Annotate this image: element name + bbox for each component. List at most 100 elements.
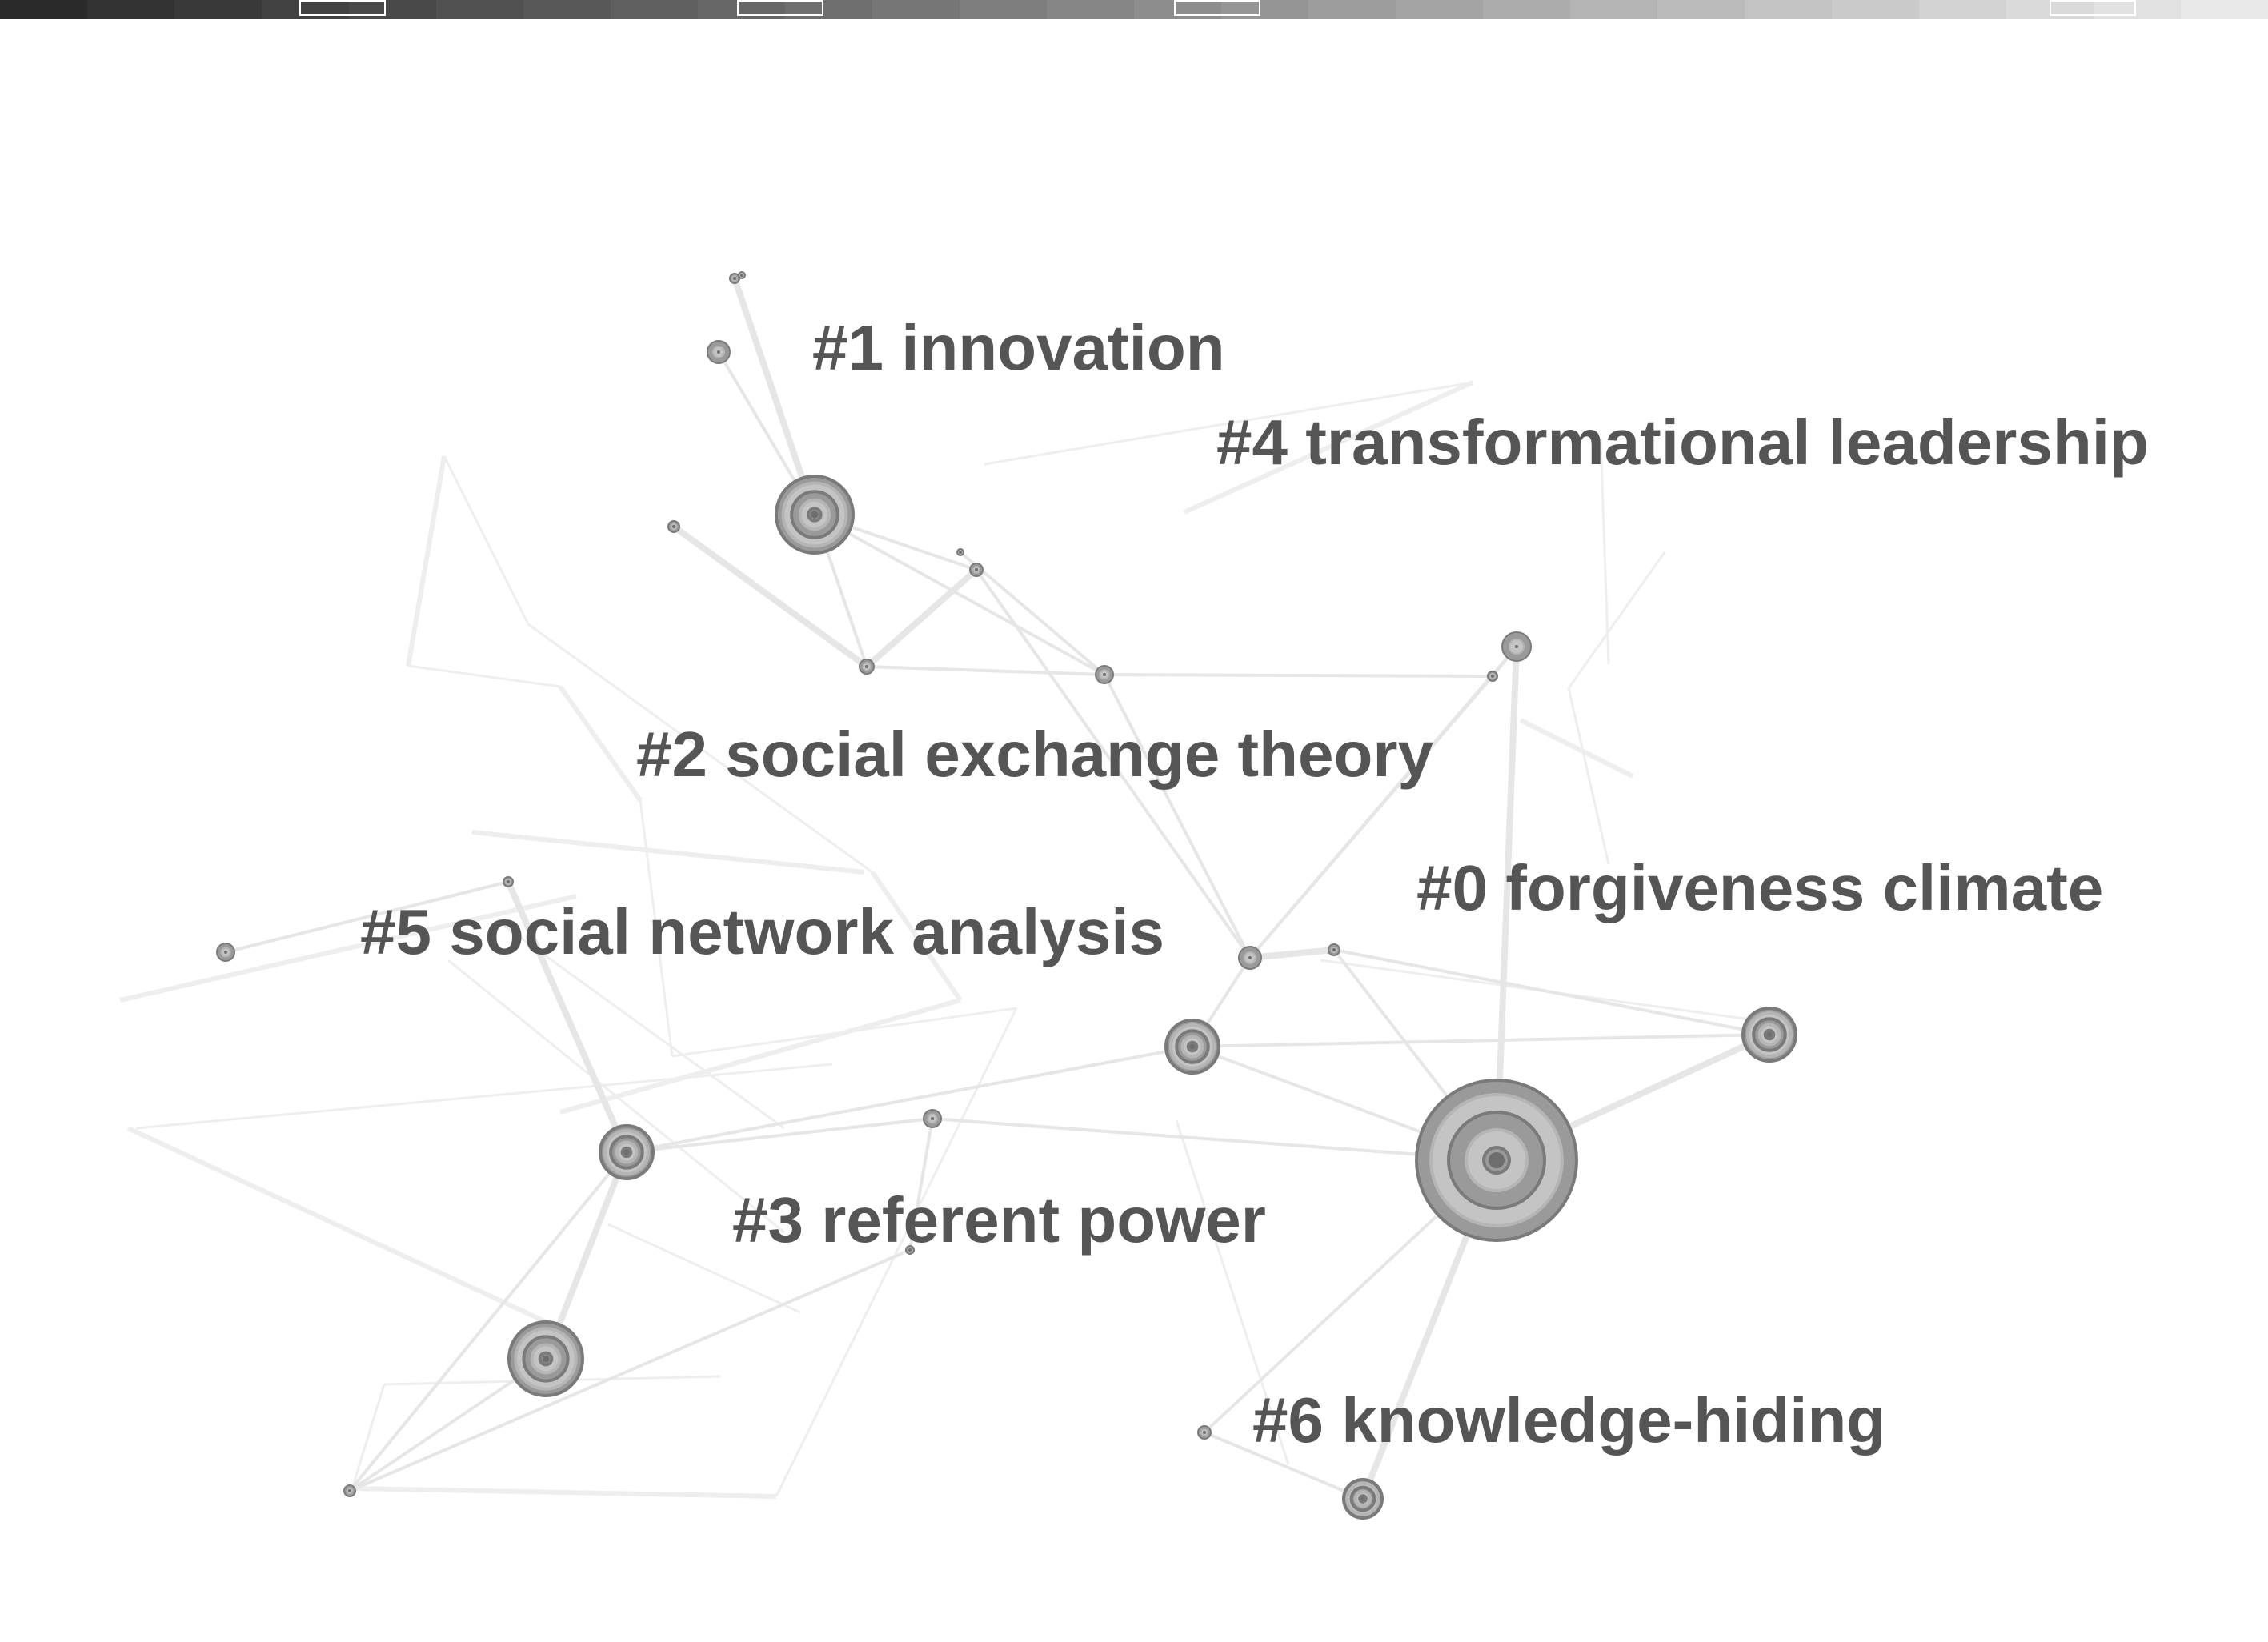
network-node	[503, 876, 514, 887]
node-center	[1248, 956, 1252, 959]
cluster-label-2: #2 social exchange theory	[636, 719, 1434, 790]
network-node	[775, 475, 855, 555]
timeline-segment	[1483, 0, 1570, 19]
network-link	[1248, 675, 1494, 959]
node-center	[733, 277, 736, 280]
network-node	[1487, 671, 1498, 682]
timeline-segment	[1308, 0, 1396, 19]
timeline-segment	[262, 0, 349, 19]
cluster-labels: #1 innovation #4 transformational leader…	[360, 312, 2149, 1456]
network-node	[1197, 1425, 1212, 1440]
timeline-segment	[960, 0, 1047, 19]
timeline-segment	[2094, 0, 2181, 19]
node-center	[507, 880, 510, 883]
network-link	[626, 1117, 933, 1154]
network-link	[225, 880, 509, 954]
node-center	[1766, 1031, 1773, 1038]
timeline-bar	[0, 0, 2268, 19]
network-node	[956, 548, 964, 556]
network-link	[1104, 673, 1493, 678]
cluster-label-0: #0 forgiveness climate	[1416, 852, 2103, 923]
timeline-segment	[698, 0, 785, 19]
network-nodes	[216, 271, 1797, 1520]
network-link	[731, 277, 818, 516]
network-node	[1238, 946, 1262, 970]
node-center	[1360, 1496, 1365, 1501]
timeline-segment	[611, 0, 698, 19]
node-center	[224, 951, 227, 954]
background-link	[1567, 687, 1610, 865]
background-link	[1183, 380, 1474, 515]
network-link	[814, 513, 1105, 676]
node-center	[672, 525, 675, 528]
node-center	[931, 1117, 934, 1120]
node-center	[1515, 645, 1518, 648]
timeline-segment	[523, 0, 611, 19]
timeline-segment	[87, 0, 174, 19]
network-node	[859, 659, 875, 675]
network-node	[1095, 665, 1114, 684]
node-center	[1203, 1431, 1206, 1434]
background-link	[351, 1384, 386, 1489]
network-node	[707, 340, 731, 364]
network-node	[1501, 631, 1532, 662]
timeline-marker	[1174, 0, 1260, 16]
timeline-segment	[1919, 0, 2006, 19]
timeline-segment	[1570, 0, 1657, 19]
timeline-segment	[1745, 0, 1832, 19]
network-link	[348, 1357, 547, 1492]
background-link	[527, 623, 873, 874]
network-link	[1192, 1033, 1770, 1048]
timeline-segment	[349, 0, 436, 19]
network-link	[866, 665, 1105, 676]
node-center	[1189, 1043, 1196, 1050]
node-center	[542, 1355, 550, 1363]
timeline-marker	[2050, 0, 2136, 16]
network-node	[507, 1320, 584, 1397]
node-center	[740, 274, 743, 277]
network-node	[738, 271, 746, 279]
background-link	[1519, 718, 1634, 779]
network-link	[1333, 948, 1770, 1036]
network-link	[959, 551, 1106, 676]
network-link	[1204, 1431, 1364, 1500]
node-center	[908, 1248, 912, 1252]
background-link	[607, 1223, 801, 1314]
background-link	[639, 799, 674, 1057]
network-link	[908, 1118, 934, 1251]
timeline-segment	[785, 0, 872, 19]
timeline-segment	[1832, 0, 1919, 19]
background-link	[495, 919, 785, 1130]
background-link	[558, 685, 643, 802]
network-node	[216, 943, 235, 962]
network-link	[932, 1117, 1497, 1162]
timeline-segment	[1047, 0, 1134, 19]
timeline-segment	[174, 0, 262, 19]
network-node	[667, 520, 680, 533]
network-node	[923, 1109, 942, 1128]
timeline-segment	[436, 0, 523, 19]
network-node	[1342, 1478, 1384, 1520]
network-link	[1103, 674, 1252, 959]
node-center	[1103, 673, 1106, 676]
background-link	[119, 894, 577, 1003]
network-link	[975, 568, 1252, 959]
node-center	[811, 511, 819, 519]
timeline-segment	[872, 0, 960, 19]
background-link	[406, 455, 447, 667]
cluster-label-1: #1 innovation	[812, 312, 1225, 383]
background-link	[471, 830, 865, 875]
background-link	[559, 998, 961, 1115]
node-center	[1332, 948, 1336, 951]
node-center	[623, 1149, 630, 1155]
network-link	[349, 1248, 911, 1492]
network-link	[505, 880, 630, 1154]
cluster-label-6: #6 knowledge-hiding	[1252, 1384, 1885, 1456]
background-link	[135, 1063, 833, 1130]
network-node	[1741, 1007, 1797, 1063]
network-link	[671, 523, 869, 670]
network-link	[348, 1151, 628, 1492]
node-center	[1489, 1152, 1505, 1168]
background-link	[351, 1486, 777, 1499]
